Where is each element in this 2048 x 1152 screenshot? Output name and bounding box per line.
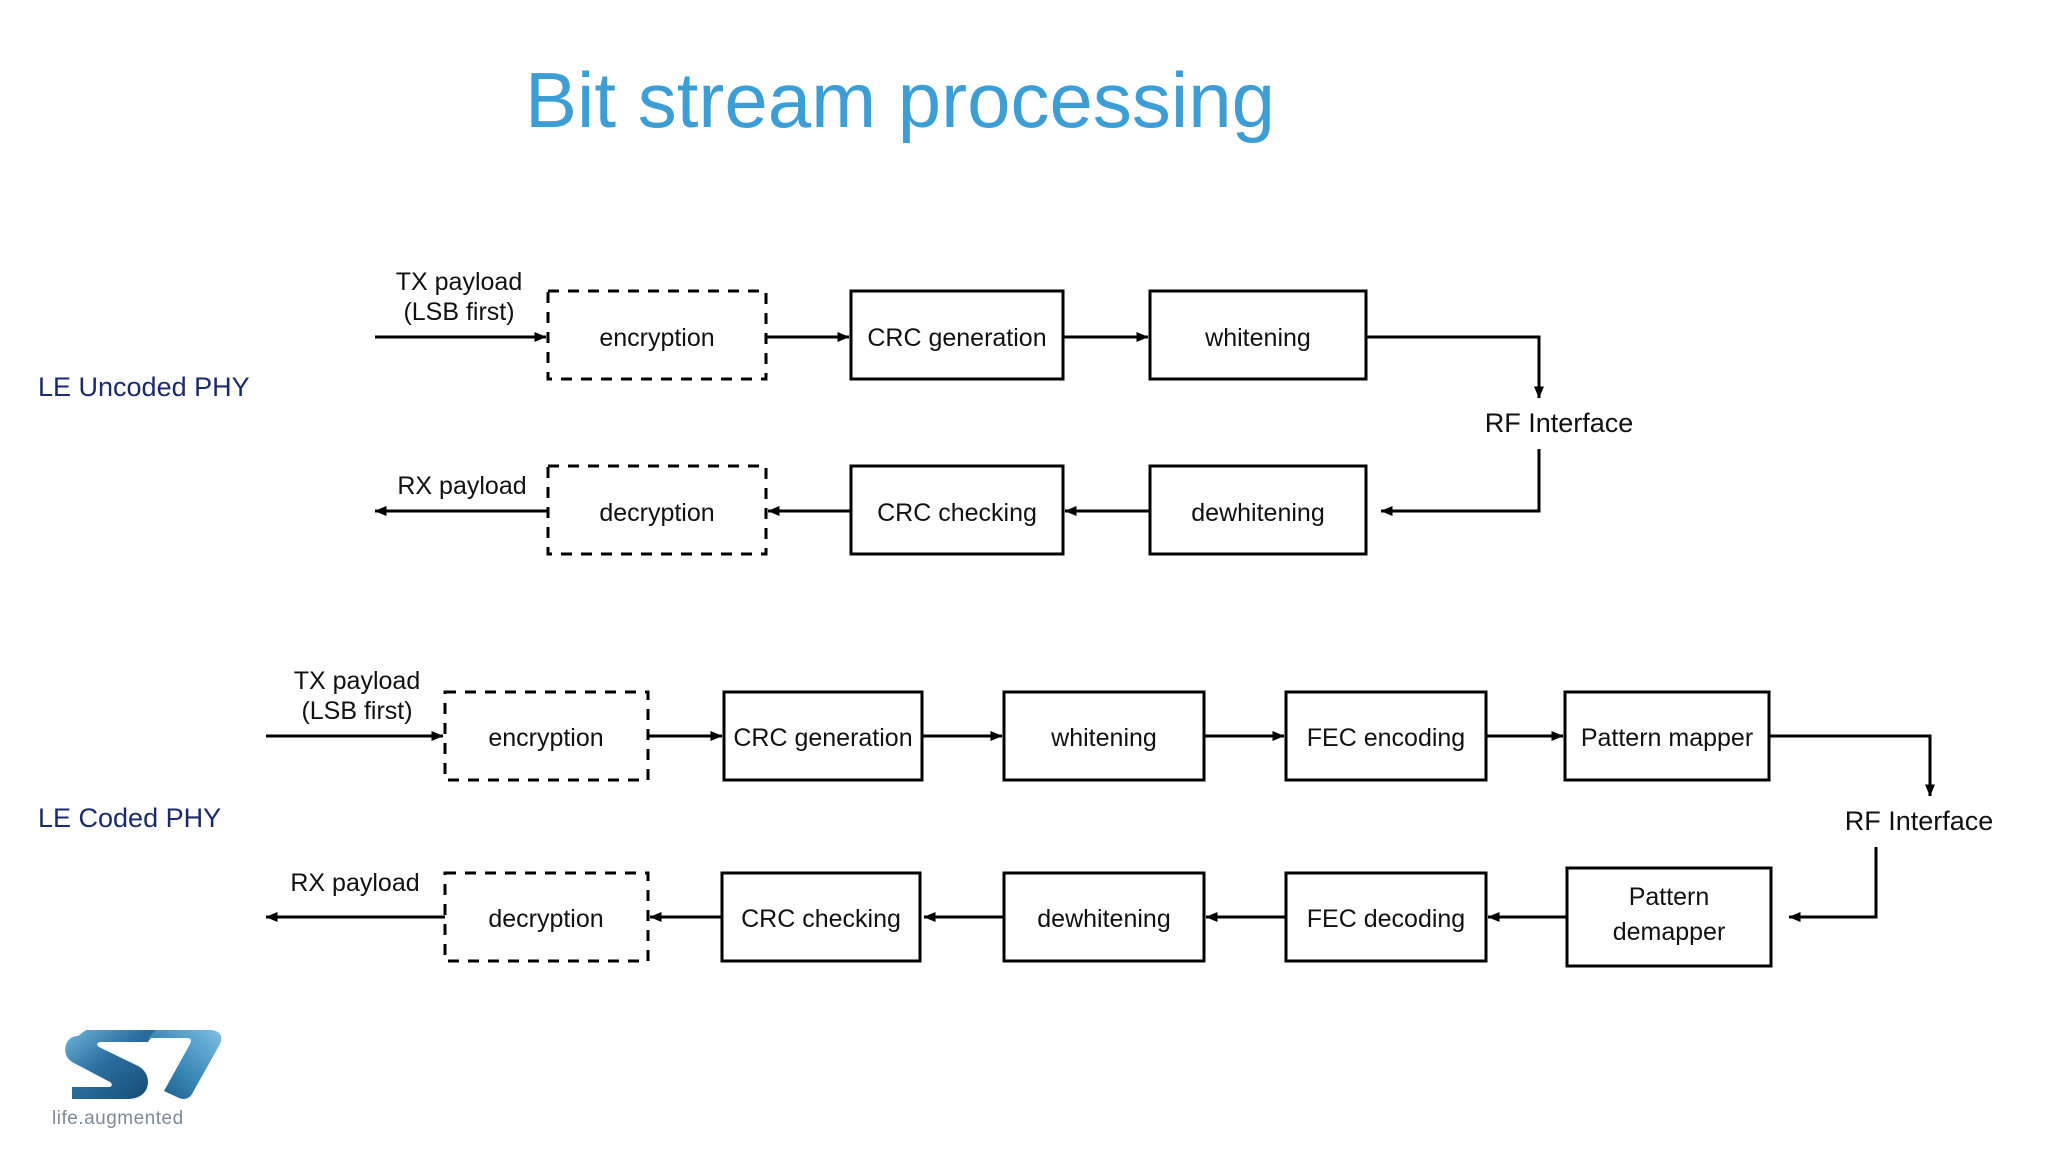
st-logo-mark: [65, 1030, 222, 1099]
block-fec-decoding-coded: [1284, 871, 1488, 963]
block-label-pattern-demapper-line2-coded: demapper: [1613, 918, 1726, 946]
block-label-crc-generation-uncoded: CRC generation: [867, 324, 1046, 352]
block-label-crc-generation-coded: CRC generation: [733, 724, 912, 752]
page-title: Bit stream processing: [525, 56, 1275, 144]
block-dewhitening-uncoded: [1148, 464, 1368, 556]
phy-label-le-coded: LE Coded PHY: [38, 803, 222, 833]
block-label-encryption-uncoded: encryption: [599, 324, 714, 352]
block-dewhitening-coded: [1002, 871, 1206, 963]
tx-payload-label-line2-coded: (LSB first): [301, 697, 412, 725]
block-decryption-coded: [443, 871, 650, 963]
block-decryption-uncoded: [546, 464, 768, 556]
block-label-decryption-coded: decryption: [488, 905, 603, 933]
block-label-dewhitening-coded: dewhitening: [1037, 905, 1170, 933]
block-fec-encoding-coded: [1284, 690, 1488, 782]
block-encryption-coded: [443, 690, 650, 782]
tx-payload-label-line1-uncoded: TX payload: [396, 268, 522, 296]
block-crc-generation-uncoded: [849, 289, 1065, 381]
block-label-whitening-coded: whitening: [1050, 724, 1157, 752]
rx-payload-label-uncoded: RX payload: [397, 472, 526, 500]
rf-interface-label-coded: RF Interface: [1845, 806, 1994, 836]
block-crc-checking-coded: [720, 871, 922, 963]
block-label-pattern-demapper-line1-coded: Pattern: [1629, 883, 1710, 911]
block-whitening-coded: [1002, 690, 1206, 782]
block-label-whitening-uncoded: whitening: [1204, 324, 1311, 352]
tx-payload-label-line1-coded: TX payload: [294, 667, 420, 695]
rf-interface-label-uncoded: RF Interface: [1485, 408, 1634, 438]
block-crc-checking-uncoded: [849, 464, 1065, 556]
block-label-pattern-mapper-coded: Pattern mapper: [1581, 724, 1753, 752]
block-label-crc-checking-uncoded: CRC checking: [877, 499, 1037, 527]
st-logo: life.augmented: [52, 1022, 232, 1132]
block-label-decryption-uncoded: decryption: [599, 499, 714, 527]
arrow-rf-to-patterndemapper-coded: [1788, 847, 1878, 922]
block-pattern-mapper-coded: [1563, 690, 1771, 782]
block-whitening-uncoded: [1148, 289, 1368, 381]
arrow-patternmapper-to-rf-coded: [1769, 734, 1935, 797]
st-logo-tagline: life.augmented: [52, 1108, 184, 1129]
rx-payload-label-coded: RX payload: [290, 869, 419, 897]
arrow-whitening-to-rf-uncoded: [1366, 335, 1544, 399]
phy-label-le-uncoded: LE Uncoded PHY: [38, 372, 250, 402]
block-label-fec-encoding-coded: FEC encoding: [1307, 724, 1465, 752]
block-label-crc-checking-coded: CRC checking: [741, 905, 901, 933]
block-label-encryption-coded: encryption: [488, 724, 603, 752]
block-crc-generation-coded: [722, 690, 924, 782]
tx-payload-label-line2-uncoded: (LSB first): [403, 298, 514, 326]
block-pattern-demapper-coded: [1565, 866, 1773, 968]
arrow-rf-to-dewhitening-uncoded: [1380, 449, 1541, 516]
block-label-dewhitening-uncoded: dewhitening: [1191, 499, 1324, 527]
block-label-fec-decoding-coded: FEC decoding: [1307, 905, 1465, 933]
block-encryption-uncoded: [546, 289, 768, 381]
